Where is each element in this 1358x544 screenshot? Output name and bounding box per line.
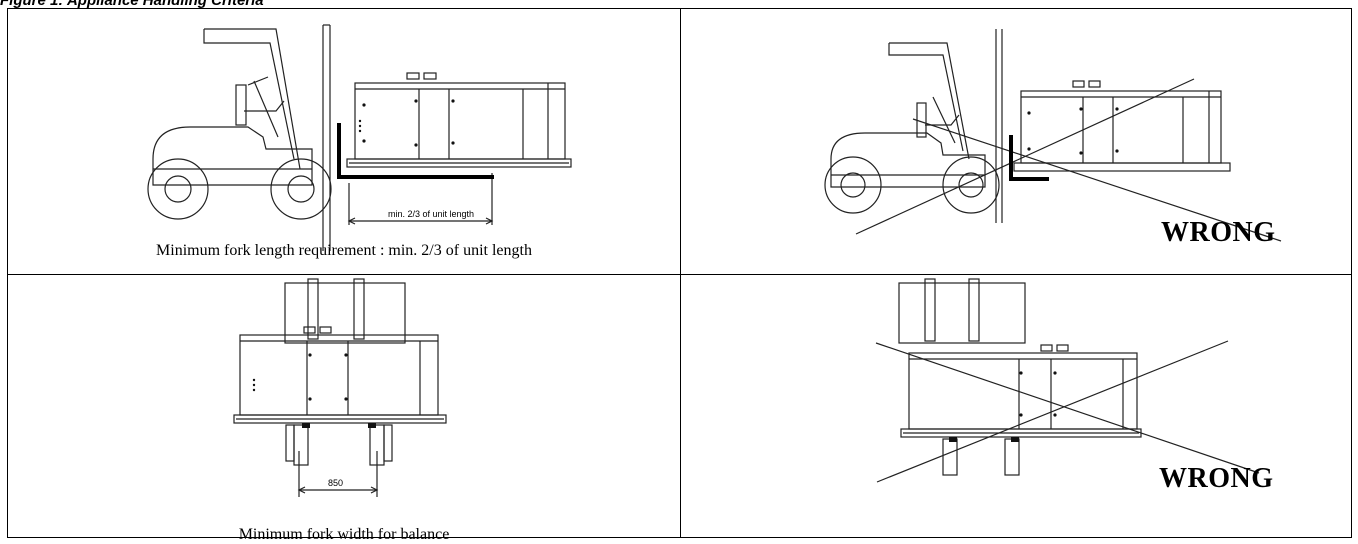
fork-width-caption: Minimum fork width for balance [238, 526, 450, 543]
panel-fork-length-correct: min. 2/3 of unit length Minimum fork len… [8, 9, 680, 274]
fork-length-dimension-label: min. 2/3 of unit length [388, 209, 474, 219]
wrong-stamp: WRONG [1161, 217, 1276, 248]
forklift-off-center-illustration [875, 278, 1260, 483]
forklift-short-fork-illustration [824, 29, 1282, 242]
forklift-side-view-illustration: min. 2/3 of unit length [147, 24, 572, 251]
fork-width-dimension-label: 850 [328, 478, 343, 488]
panel-fork-width-correct: 850 Minimum fork width for balance [8, 275, 680, 543]
figure-title: Figure 1: Appliance Handling Criteria [0, 0, 264, 9]
panel-fork-length-wrong: WRONG [681, 9, 1353, 274]
panel-fork-width-wrong: WRONG [681, 275, 1353, 539]
handling-criteria-table: min. 2/3 of unit length Minimum fork len… [7, 8, 1353, 543]
forklift-front-view-illustration: 850 [233, 278, 447, 497]
wrong-stamp: WRONG [1159, 463, 1274, 494]
table-divider-vertical [680, 9, 681, 537]
table-divider-horizontal [8, 274, 1351, 275]
fork-length-caption: Minimum fork length requirement : min. 2… [156, 242, 532, 259]
